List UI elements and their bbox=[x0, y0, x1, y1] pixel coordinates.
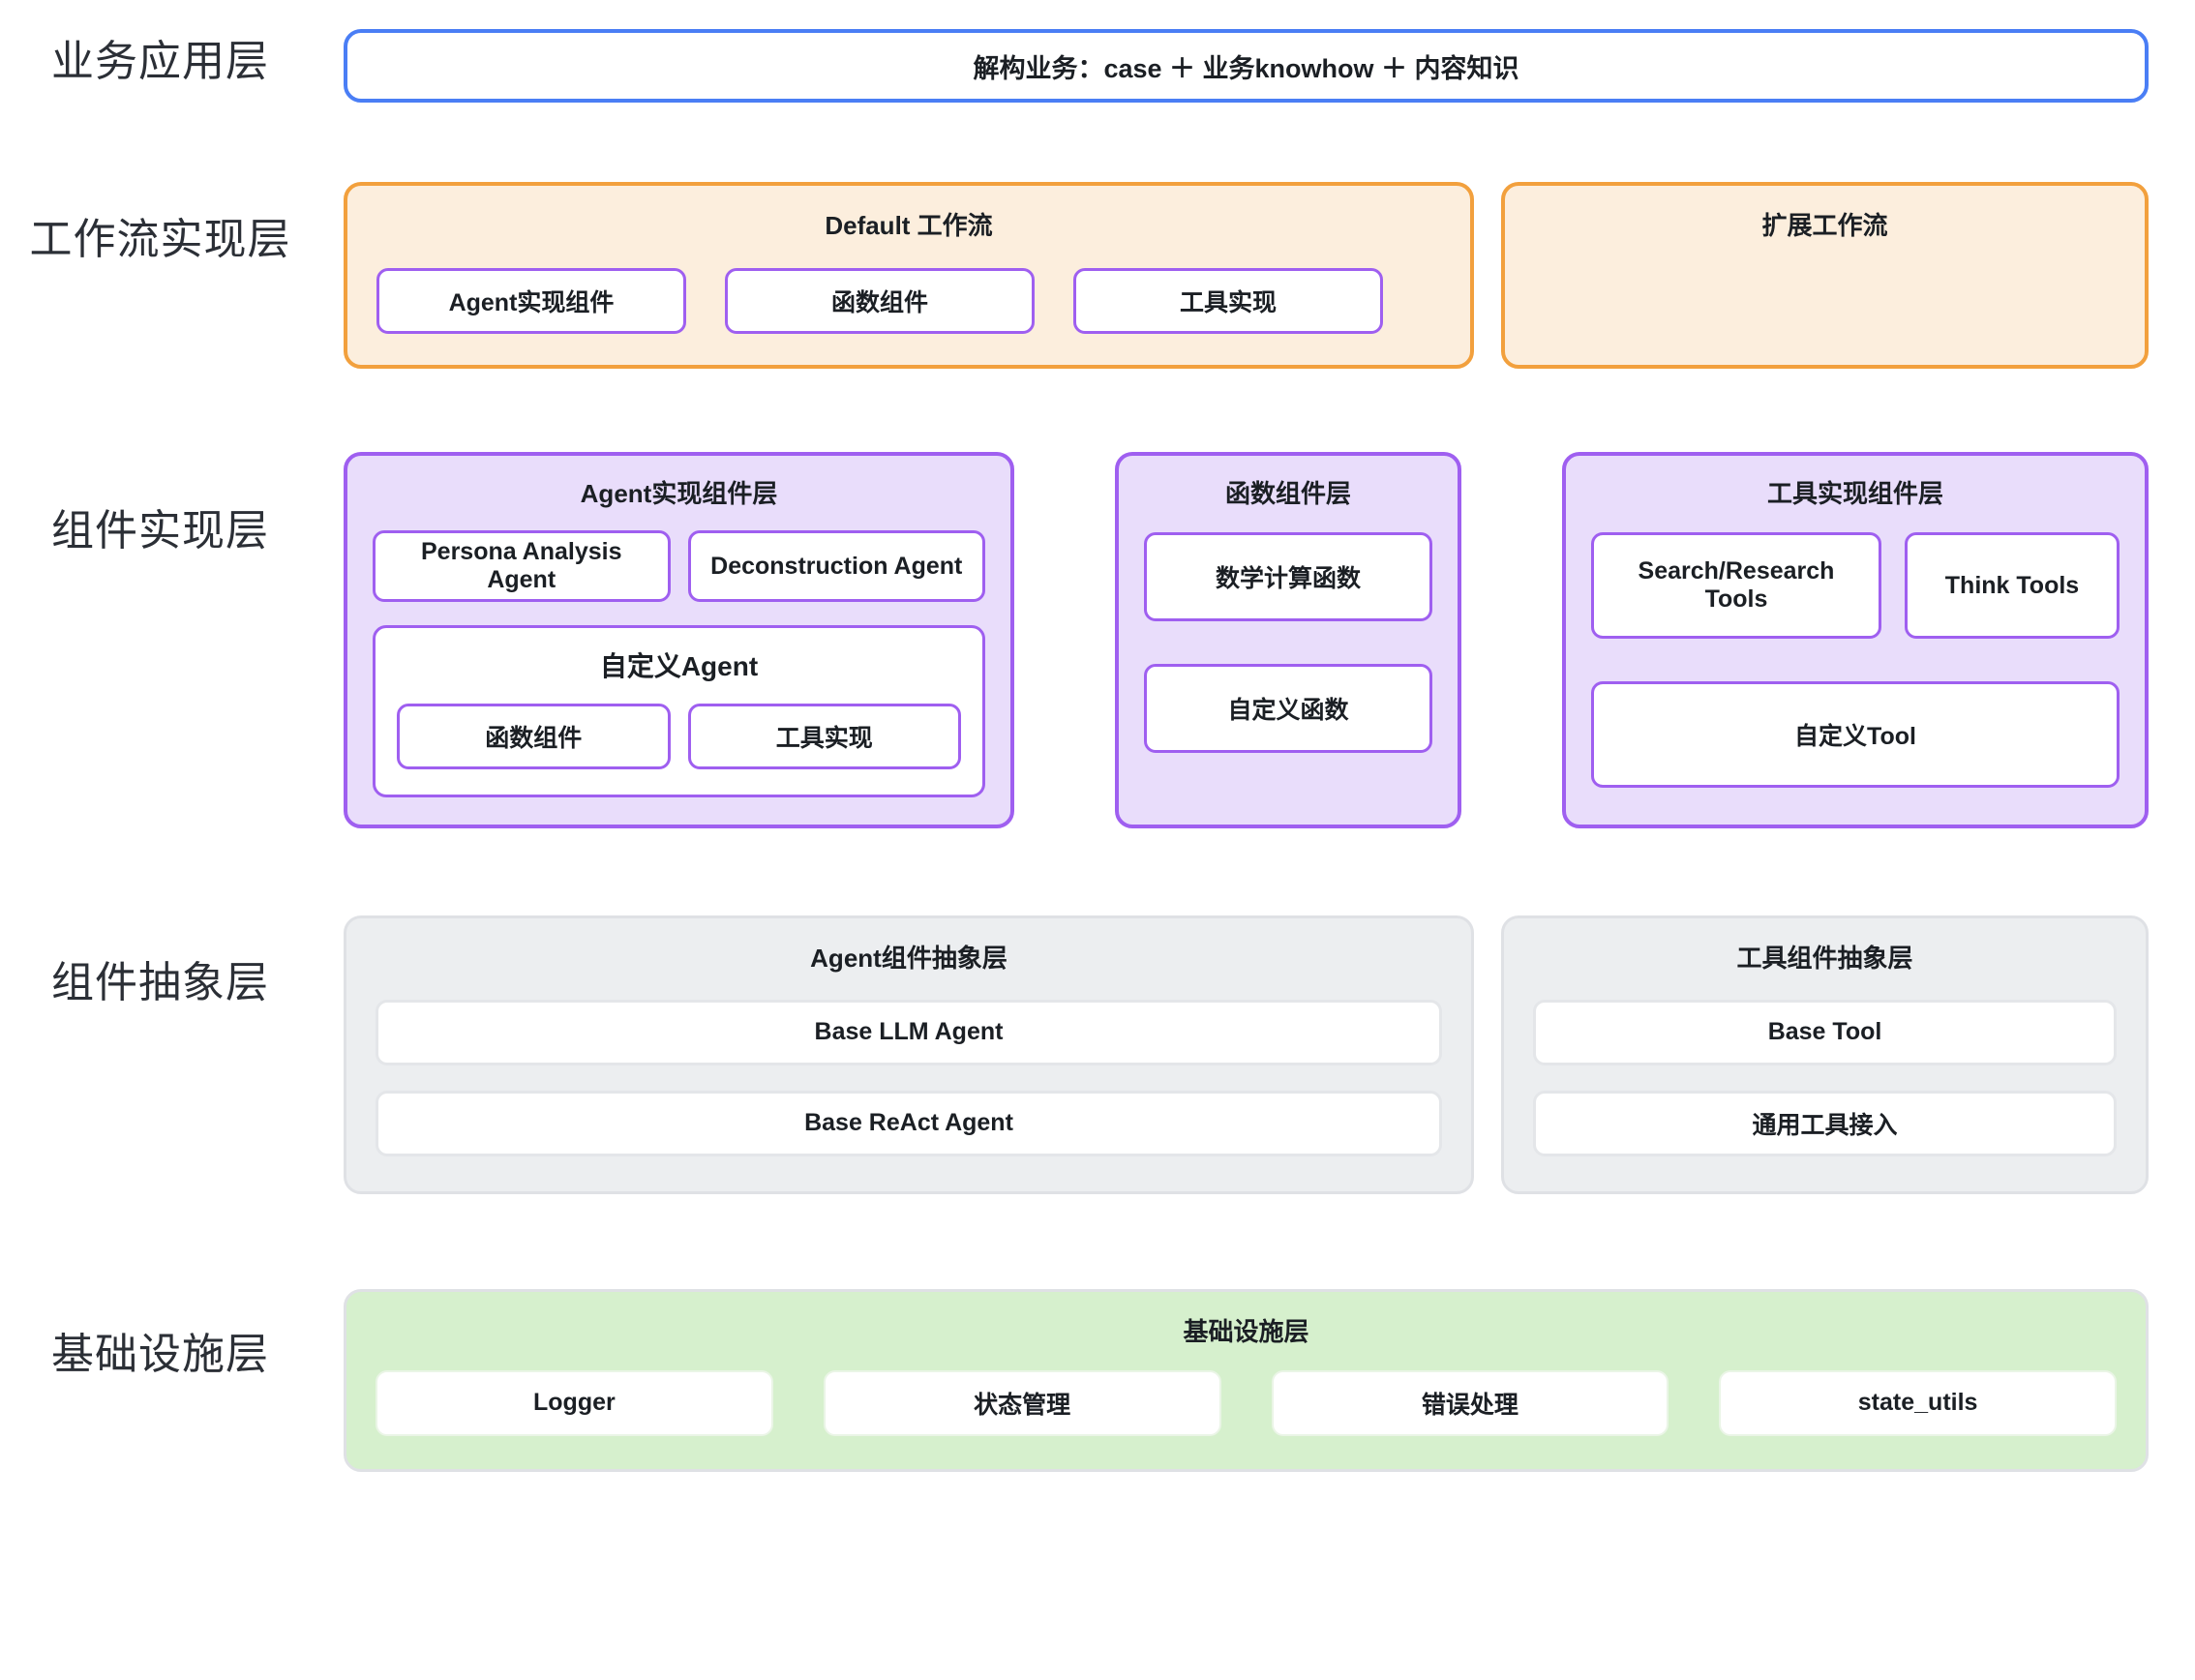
chip-function-component[interactable]: 函数组件 bbox=[725, 268, 1035, 334]
panel-tool-abstraction-layer[interactable]: 工具组件抽象层 Base Tool 通用工具接入 bbox=[1501, 915, 2149, 1193]
chip-custom-agent-tool-implementation[interactable]: 工具实现 bbox=[688, 704, 962, 769]
layer-row-component-abstraction: 组件抽象层 Agent组件抽象层 Base LLM Agent Base ReA… bbox=[0, 915, 2149, 1193]
chip-custom-agent-function-component[interactable]: 函数组件 bbox=[397, 704, 671, 769]
panel-title-tool-abstraction-layer: 工具组件抽象层 bbox=[1533, 944, 2117, 974]
layer-row-component-implementation: 组件实现层 Agent实现组件层 Persona Analysis Agent … bbox=[0, 452, 2149, 828]
panel-title-agent-implementation-layer: Agent实现组件层 bbox=[373, 479, 985, 509]
layer-label-workflow: 工作流实现层 bbox=[0, 182, 344, 261]
panel-tool-implementation-layer[interactable]: 工具实现组件层 Search/Research Tools Think Tool… bbox=[1562, 452, 2149, 828]
panel-title-agent-abstraction-layer: Agent组件抽象层 bbox=[376, 944, 1442, 974]
layer-body-component-abstraction: Agent组件抽象层 Base LLM Agent Base ReAct Age… bbox=[344, 915, 2149, 1193]
panel-agent-implementation-layer[interactable]: Agent实现组件层 Persona Analysis Agent Decons… bbox=[344, 452, 1014, 828]
nested-box-custom-agent[interactable]: 自定义Agent 函数组件 工具实现 bbox=[373, 625, 985, 797]
layer-row-business: 业务应用层 解构业务：case ＋ 业务knowhow ＋ 内容知识 bbox=[0, 29, 2149, 103]
function-component-chip-stack: 数学计算函数 自定义函数 bbox=[1144, 532, 1432, 753]
tool-abstraction-chip-stack: Base Tool 通用工具接入 bbox=[1533, 1000, 2117, 1156]
chip-base-react-agent[interactable]: Base ReAct Agent bbox=[376, 1091, 1442, 1156]
architecture-diagram: 业务应用层 解构业务：case ＋ 业务knowhow ＋ 内容知识 工作流实现… bbox=[0, 29, 2195, 1680]
default-workflow-chip-row: Agent实现组件 函数组件 工具实现 bbox=[376, 268, 1441, 334]
chip-search-research-tools[interactable]: Search/Research Tools bbox=[1591, 532, 1881, 639]
panel-title-function-component-layer: 函数组件层 bbox=[1144, 479, 1432, 509]
layer-body-infrastructure: 基础设施层 Logger 状态管理 错误处理 state_utils bbox=[344, 1289, 2149, 1472]
panel-extended-workflow[interactable]: 扩展工作流 bbox=[1501, 182, 2149, 369]
panel-title-default-workflow: Default 工作流 bbox=[376, 211, 1441, 241]
panel-title-infrastructure-layer: 基础设施层 bbox=[376, 1317, 2117, 1347]
chip-general-tool-access[interactable]: 通用工具接入 bbox=[1533, 1091, 2117, 1156]
chip-custom-function[interactable]: 自定义函数 bbox=[1144, 664, 1432, 753]
panel-function-component-layer[interactable]: 函数组件层 数学计算函数 自定义函数 bbox=[1115, 452, 1461, 828]
tool-implementation-bottom-row: 自定义Tool bbox=[1591, 681, 2120, 788]
infrastructure-chip-row: Logger 状态管理 错误处理 state_utils bbox=[376, 1370, 2117, 1436]
panel-title-extended-workflow: 扩展工作流 bbox=[1534, 211, 2116, 241]
chip-math-calculation-function[interactable]: 数学计算函数 bbox=[1144, 532, 1432, 621]
chip-base-tool[interactable]: Base Tool bbox=[1533, 1000, 2117, 1065]
chip-agent-implementation-component[interactable]: Agent实现组件 bbox=[376, 268, 686, 334]
panel-default-workflow[interactable]: Default 工作流 Agent实现组件 函数组件 工具实现 bbox=[344, 182, 1474, 369]
chip-think-tools[interactable]: Think Tools bbox=[1905, 532, 2120, 639]
chip-persona-analysis-agent[interactable]: Persona Analysis Agent bbox=[373, 530, 671, 602]
chip-logger[interactable]: Logger bbox=[376, 1370, 773, 1436]
custom-agent-chip-row: 函数组件 工具实现 bbox=[397, 704, 961, 769]
layer-label-infrastructure: 基础设施层 bbox=[0, 1289, 344, 1376]
layer-row-workflow: 工作流实现层 Default 工作流 Agent实现组件 函数组件 工具实现 扩… bbox=[0, 182, 2149, 369]
panel-infrastructure-layer[interactable]: 基础设施层 Logger 状态管理 错误处理 state_utils bbox=[344, 1289, 2149, 1472]
agent-implementation-chip-row: Persona Analysis Agent Deconstruction Ag… bbox=[373, 530, 985, 602]
layer-body-business: 解构业务：case ＋ 业务knowhow ＋ 内容知识 bbox=[344, 29, 2149, 103]
chip-state-utils[interactable]: state_utils bbox=[1719, 1370, 2117, 1436]
tool-implementation-top-row: Search/Research Tools Think Tools bbox=[1591, 532, 2120, 639]
layer-label-component-implementation: 组件实现层 bbox=[0, 452, 344, 553]
layer-body-component-implementation: Agent实现组件层 Persona Analysis Agent Decons… bbox=[344, 452, 2149, 828]
layer-label-component-abstraction: 组件抽象层 bbox=[0, 915, 344, 1005]
layer-body-workflow: Default 工作流 Agent实现组件 函数组件 工具实现 扩展工作流 bbox=[344, 182, 2149, 369]
nested-title-custom-agent: 自定义Agent bbox=[397, 645, 961, 684]
panel-agent-abstraction-layer[interactable]: Agent组件抽象层 Base LLM Agent Base ReAct Age… bbox=[344, 915, 1474, 1193]
agent-abstraction-chip-stack: Base LLM Agent Base ReAct Agent bbox=[376, 1000, 1442, 1156]
chip-custom-tool[interactable]: 自定义Tool bbox=[1591, 681, 2120, 788]
business-application-banner[interactable]: 解构业务：case ＋ 业务knowhow ＋ 内容知识 bbox=[344, 29, 2149, 103]
chip-deconstruction-agent[interactable]: Deconstruction Agent bbox=[688, 530, 986, 602]
layer-row-infrastructure: 基础设施层 基础设施层 Logger 状态管理 错误处理 state_utils bbox=[0, 1289, 2149, 1472]
chip-state-management[interactable]: 状态管理 bbox=[824, 1370, 1221, 1436]
business-application-banner-text: 解构业务：case ＋ 业务knowhow ＋ 内容知识 bbox=[973, 47, 1518, 85]
panel-title-tool-implementation-layer: 工具实现组件层 bbox=[1591, 479, 2120, 509]
chip-error-handling[interactable]: 错误处理 bbox=[1272, 1370, 1669, 1436]
chip-tool-implementation[interactable]: 工具实现 bbox=[1073, 268, 1383, 334]
layer-label-business: 业务应用层 bbox=[0, 29, 344, 83]
chip-base-llm-agent[interactable]: Base LLM Agent bbox=[376, 1000, 1442, 1065]
